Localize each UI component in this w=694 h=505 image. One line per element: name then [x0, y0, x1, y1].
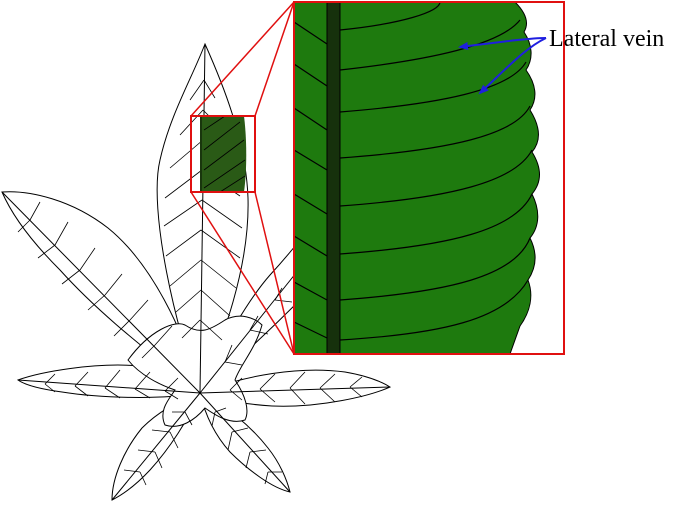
- zoom-inset-frame: [293, 1, 565, 355]
- lateral-vein-label: Lateral vein: [549, 26, 664, 52]
- sample-region: [190, 115, 256, 193]
- zoom-left-veins: [293, 21, 328, 339]
- sample-region-frame: [190, 115, 256, 193]
- zoom-inset: [293, 1, 565, 355]
- leaf-lateral-veins: [17, 79, 363, 486]
- zoom-connector-lines: [190, 1, 295, 355]
- arrow-to-vein-2: [478, 37, 547, 95]
- lateral-vein-annotation: Lateral vein: [458, 26, 664, 95]
- zoom-midrib: [326, 1, 341, 355]
- leaf-midribs: [1, 43, 391, 501]
- arrow-to-vein-1: [458, 37, 547, 50]
- sample-region-tissue: [200, 116, 247, 192]
- zoom-leaf-tissue: [293, 1, 540, 355]
- zoom-lateral-veins: [339, 1, 533, 341]
